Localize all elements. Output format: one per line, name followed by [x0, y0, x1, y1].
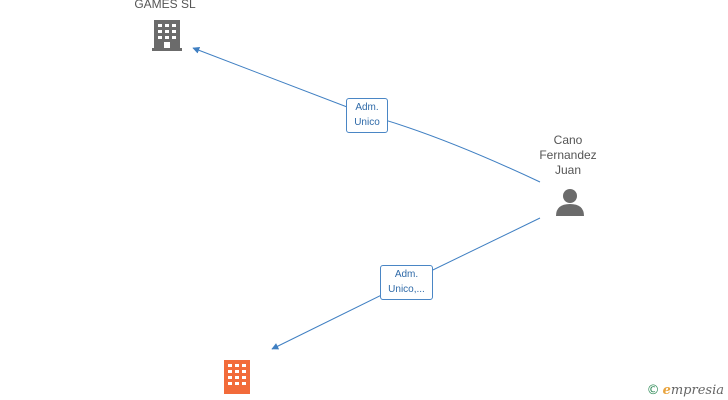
- brand-initial: e: [662, 383, 671, 398]
- edge-label-top[interactable]: Adm. Unico: [346, 98, 388, 133]
- building-icon[interactable]: [152, 18, 182, 52]
- empresia-logo[interactable]: ©empresia: [647, 383, 724, 398]
- person-icon[interactable]: [556, 189, 584, 216]
- brand-name: mpresia: [670, 383, 724, 398]
- copyright-icon: ©: [646, 383, 660, 398]
- edge-label-bottom[interactable]: Adm. Unico,...: [380, 265, 433, 300]
- node-label-top-company[interactable]: GAMES SL: [134, 0, 196, 11]
- building-icon-highlighted[interactable]: [224, 360, 250, 394]
- node-label-person[interactable]: Cano Fernandez Juan: [539, 133, 597, 177]
